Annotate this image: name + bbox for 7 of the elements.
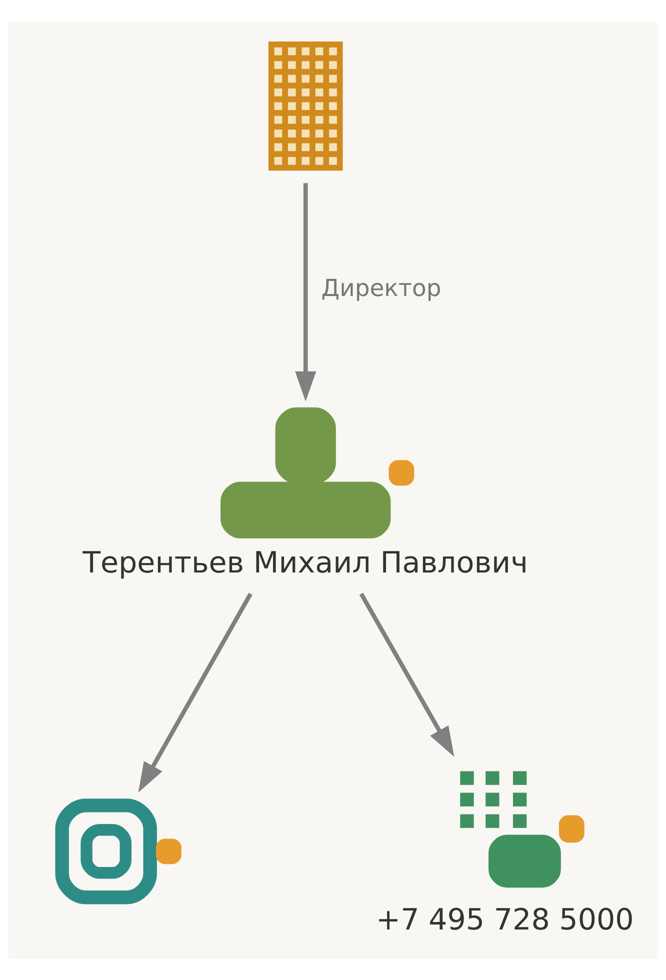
arrow xyxy=(295,182,316,402)
arrow xyxy=(359,592,454,756)
node-label: Терентьев Михаил Павлович xyxy=(82,545,528,580)
arrow xyxy=(138,592,252,792)
edge-label: Директор xyxy=(321,274,442,302)
node-label: +7 495 728 5000 xyxy=(376,902,634,936)
node-picture xyxy=(268,41,343,170)
